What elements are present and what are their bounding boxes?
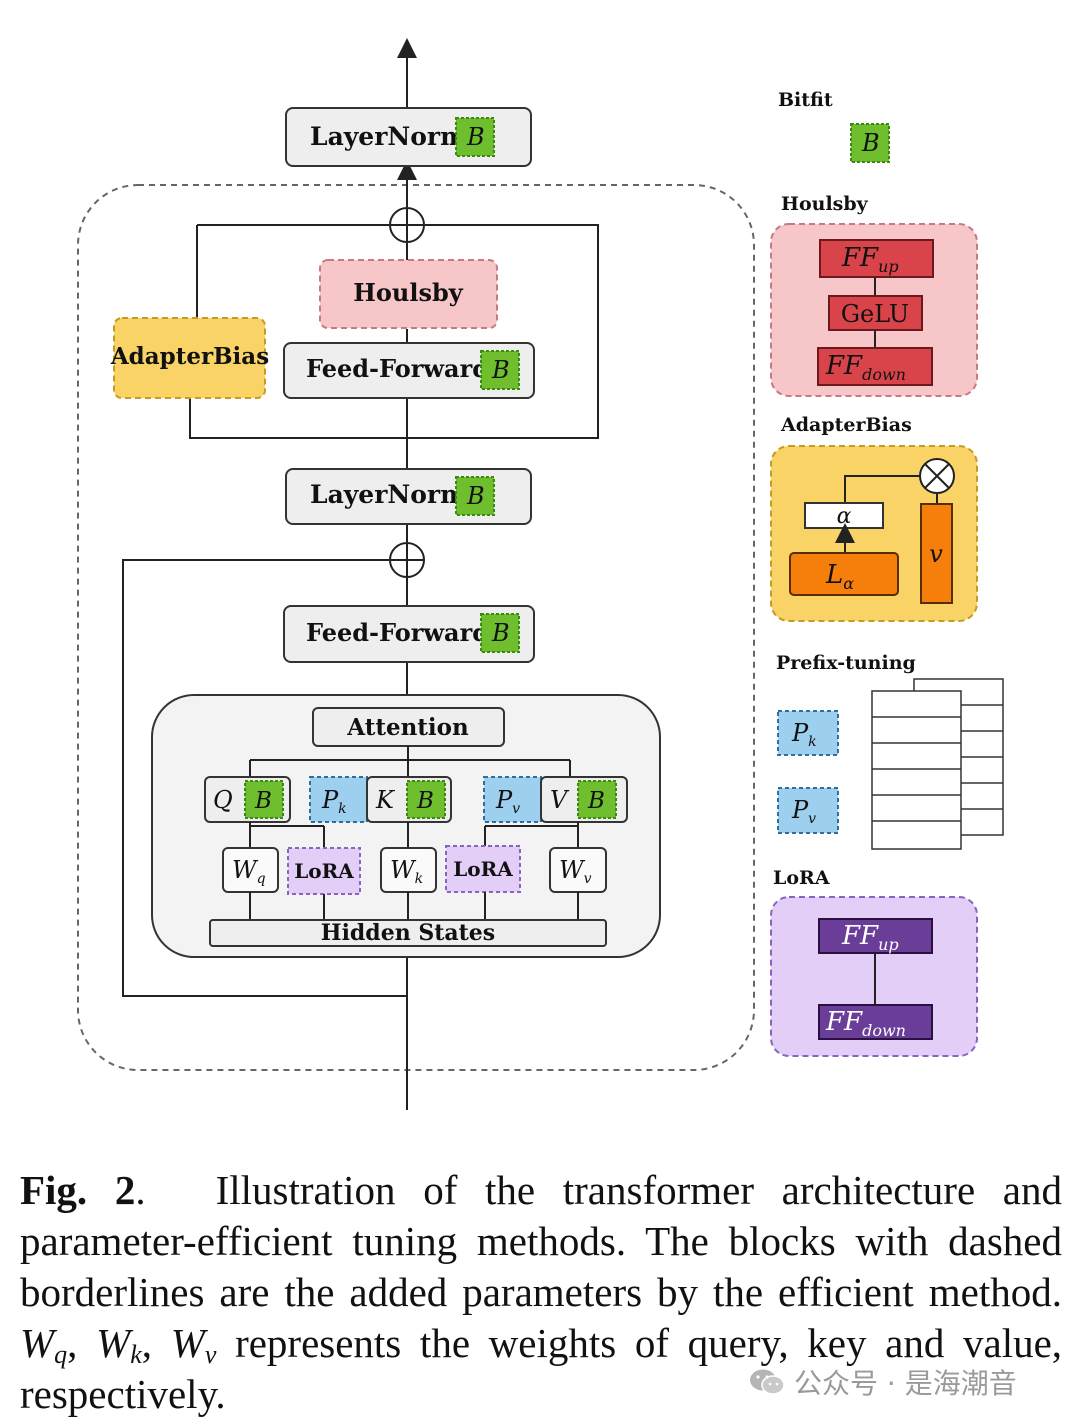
- key-label: K: [375, 786, 396, 814]
- bias-tag: B: [466, 482, 485, 510]
- legend-houlsby-ffup: FFup: [841, 243, 899, 276]
- architecture-diagram: LayerNorm B Houlsby AdapterBias Feed-For…: [77, 38, 1004, 1110]
- caption-sub-q: q: [54, 1340, 68, 1369]
- legend-adapterbias-title: AdapterBias: [780, 414, 912, 436]
- legend-lora: LoRA FFup FFdown: [770, 867, 978, 1057]
- transformer-layer-boundary: [77, 184, 755, 1071]
- lora-right-label: LoRA: [453, 857, 513, 881]
- attention-label: Attention: [346, 714, 469, 741]
- legend-adapterbias-v: v: [929, 540, 943, 568]
- bias-tag: B: [587, 788, 605, 814]
- multiply-node: [919, 458, 955, 494]
- figure-caption: Fig. 2.Illustration of the transformer a…: [20, 1165, 1062, 1420]
- legend-bitfit-title: Bitfit: [778, 89, 833, 111]
- legend-prefix-pv: Pv: [791, 796, 816, 827]
- houlsby-label: Houlsby: [353, 278, 464, 307]
- wechat-icon: [750, 1369, 785, 1395]
- feedforward-lower-block: Feed-Forward B: [283, 605, 535, 663]
- legend-houlsby: Houlsby FFup GeLU FFdown: [770, 193, 978, 397]
- caption-sub-v: v: [204, 1340, 217, 1369]
- caption-w-v: W: [170, 1320, 205, 1366]
- watermark-text: 公众号 · 是海潮音: [794, 1367, 1017, 1400]
- legend-lora-title: LoRA: [773, 867, 830, 889]
- adapterbias-label: AdapterBias: [110, 343, 269, 370]
- bias-tag: B: [466, 123, 485, 151]
- legend-adapterbias-alpha: α: [837, 504, 852, 529]
- caption-w-q: W: [20, 1320, 55, 1366]
- legend-houlsby-title: Houlsby: [781, 193, 869, 215]
- caption-text-1: Illustration of the transformer architec…: [20, 1167, 1063, 1315]
- watermark: 公众号 · 是海潮音: [748, 1362, 1017, 1402]
- query-label: Q: [213, 786, 233, 814]
- residual-add-node-lower: [389, 542, 425, 578]
- legend-houlsby-gelu: GeLU: [841, 300, 909, 328]
- bias-tag: B: [254, 788, 272, 814]
- caption-w-k: W: [96, 1320, 131, 1366]
- houlsby-adapter-block: Houlsby: [319, 259, 498, 329]
- bias-tag: B: [416, 788, 434, 814]
- feedforward-upper-block: Feed-Forward B: [283, 342, 535, 399]
- weight-key-label: Wk: [390, 856, 423, 887]
- legend-prefix-tuning: Prefix-tuning Pk Pv: [776, 652, 1004, 850]
- hidden-states-label: Hidden States: [321, 920, 495, 946]
- residual-add-node-upper: [389, 207, 425, 243]
- layernorm-mid-block: LayerNorm B: [285, 468, 532, 525]
- legend-lora-ffup: FFup: [841, 921, 899, 954]
- layernorm-mid-label: LayerNorm: [310, 480, 467, 509]
- legend-prefix-title: Prefix-tuning: [776, 652, 916, 674]
- weight-query-label: Wq: [232, 856, 266, 887]
- legend-bitfit-tag: B: [861, 129, 880, 157]
- legend-houlsby-ffdown: FFdown: [825, 351, 906, 384]
- prefix-value-label: Pv: [495, 786, 520, 817]
- adapterbias-block: AdapterBias: [110, 317, 269, 399]
- legend-bitfit: Bitfit B: [778, 89, 890, 163]
- feedforward-lower-label: Feed-Forward: [306, 618, 489, 647]
- figure-label-period: .: [135, 1167, 146, 1213]
- figure-label: Fig. 2: [20, 1167, 136, 1213]
- legend-adapterbias: AdapterBias α Lα v: [770, 414, 978, 622]
- layernorm-top-block: LayerNorm B: [285, 107, 532, 167]
- feedforward-upper-label: Feed-Forward: [306, 354, 489, 383]
- lora-left-label: LoRA: [294, 859, 354, 883]
- legend-lora-ffdown: FFdown: [825, 1007, 906, 1040]
- attention-container: Attention Q B Pk K B Pv V B: [151, 694, 661, 958]
- caption-comma: ,: [141, 1320, 153, 1366]
- legend-prefix-pk: Pk: [791, 719, 817, 750]
- caption-text-2: represents the weights of query, key and…: [20, 1320, 1063, 1417]
- caption-sub-k: k: [130, 1340, 142, 1369]
- legend-adapterbias-lalpha: Lα: [825, 560, 854, 593]
- bias-tag: B: [491, 356, 510, 384]
- bias-tag: B: [491, 619, 510, 647]
- caption-comma: ,: [67, 1320, 78, 1366]
- prefix-key-label: Pk: [321, 786, 347, 817]
- value-label: V: [550, 786, 570, 814]
- weight-value-label: Wv: [559, 856, 592, 887]
- layernorm-top-label: LayerNorm: [310, 122, 467, 151]
